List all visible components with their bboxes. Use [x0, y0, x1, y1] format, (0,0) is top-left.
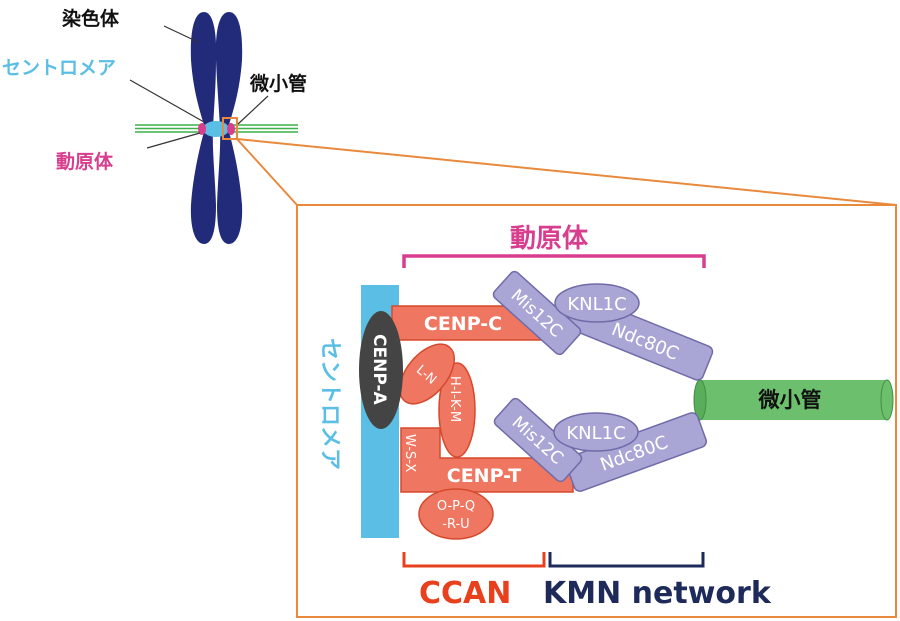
cenp-c-label: CENP-C: [424, 313, 502, 335]
overview-kinetochore-right: [227, 123, 235, 135]
microtubule-cylinder: [693, 379, 894, 421]
kmn-bracket: [548, 552, 705, 568]
chromatid-left: [190, 12, 217, 244]
kinetochore-label: 動原体: [56, 150, 114, 173]
centromere-vertical-label: セントロメア: [317, 338, 342, 470]
r-u-label: -R-U: [442, 517, 469, 532]
mis12c-bottom-rect: [493, 397, 583, 483]
kmn-bottom: Ndc80C Mis12C KNL1C: [493, 397, 707, 492]
detail-panel: 動原体 微小管 セントロメア CENP-T W-S-X O-P-Q -R-U C…: [317, 224, 894, 611]
kmn-network-label: KMN network: [543, 576, 772, 611]
cenp-a-label: CENP-A: [369, 334, 389, 406]
mis12c-top-rect: [492, 270, 582, 356]
l-n-ellipse: [399, 343, 455, 405]
knl1c-top-ellipse: [554, 283, 640, 323]
ccan-bracket: [402, 552, 546, 568]
kinetochore-title: 動原体: [510, 224, 589, 254]
h-i-k-m-ellipse: [438, 362, 476, 458]
ccan-label: CCAN: [419, 576, 511, 611]
zoom-connector: [236, 138, 897, 618]
knl1c-bottom-label: KNL1C: [566, 423, 625, 444]
w-s-x-label: W-S-X: [402, 434, 417, 472]
centromere-label: セントロメア: [2, 57, 116, 79]
kinetochore-bracket: [402, 254, 706, 268]
overview-centromere: [203, 121, 229, 137]
chromatid-right: [215, 12, 243, 244]
kmn-top: Ndc80C Mis12C KNL1C: [492, 270, 714, 381]
knl1c-bottom-ellipse: [553, 412, 639, 452]
overview-group: 染色体 セントロメア 微小管 動原体: [2, 7, 307, 244]
microtubule-detail-label: 微小管: [758, 388, 822, 412]
zoom-detail-box: [296, 204, 897, 618]
microtubule-label: 微小管: [249, 72, 307, 95]
knl1c-top-label: KNL1C: [567, 294, 626, 315]
h-i-k-m-label: H-I-K-M: [447, 376, 462, 422]
overview-kinetochore-left: [198, 123, 206, 135]
o-p-q-label: O-P-Q: [437, 499, 475, 514]
overview-pointers: [129, 25, 269, 149]
cenp-t-label: CENP-T: [447, 465, 522, 487]
cenp-a-ellipse: [359, 311, 403, 429]
o-p-q-r-u-ellipse: [418, 488, 494, 540]
zoom-selection-box: [222, 117, 238, 140]
chromosome-label: 染色体: [62, 7, 120, 30]
